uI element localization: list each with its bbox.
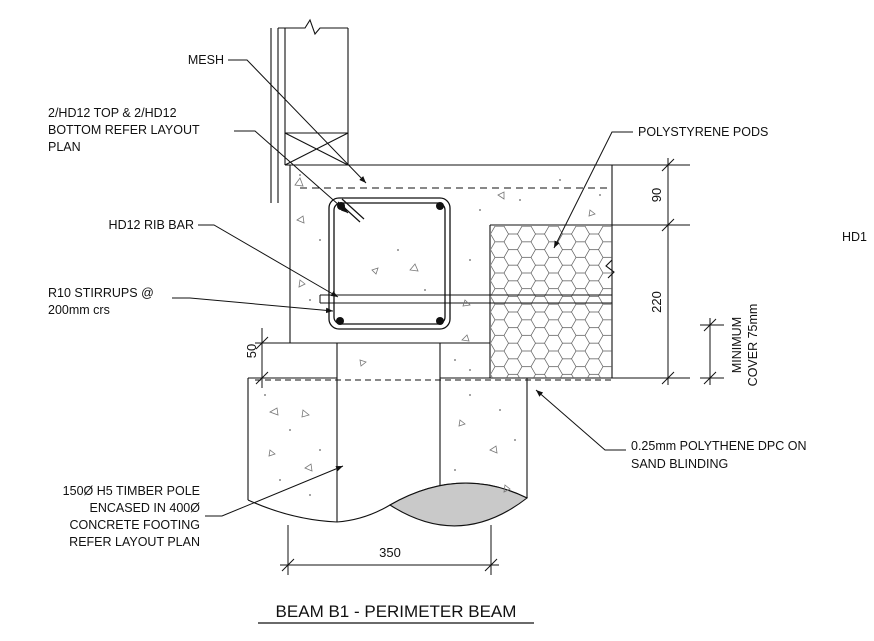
label-dpc-1: 0.25mm POLYTHENE DPC ON (631, 439, 807, 453)
leader-lines (172, 59, 633, 517)
label-cover-2: COVER 75mm (746, 304, 760, 387)
polystyrene-pods (491, 226, 612, 378)
label-cut: HD1 (842, 230, 867, 244)
label-pole-4: REFER LAYOUT PLAN (69, 535, 200, 549)
concrete-speckles (268, 177, 596, 493)
label-cover-1: MINIMUM (730, 317, 744, 373)
label-dpc-2: SAND BLINDING (631, 457, 728, 471)
timber-pole (336, 342, 441, 522)
annotation-labels: MESH 2/HD12 TOP & 2/HD12 BOTTOM REFER LA… (48, 53, 867, 549)
label-pole-2: ENCASED IN 400Ø (90, 501, 201, 515)
label-rib-bar: HD12 RIB BAR (109, 218, 194, 232)
dim-pole-gap: 50 (244, 344, 259, 358)
rib-bar (319, 294, 612, 304)
label-stirrups-1: R10 STIRRUPS @ (48, 286, 154, 300)
dimension-lines (255, 158, 724, 575)
wall-framing (270, 18, 349, 203)
dim-slab-top: 90 (649, 188, 664, 202)
dimension-labels: 90 220 50 350 (244, 188, 664, 560)
stirrup (328, 197, 451, 330)
label-top-bottom-bars-2: BOTTOM REFER LAYOUT (48, 123, 200, 137)
label-top-bottom-bars-1: 2/HD12 TOP & 2/HD12 (48, 106, 177, 120)
label-pods: POLYSTYRENE PODS (638, 125, 768, 139)
rebar-dots (336, 202, 444, 325)
label-top-bottom-bars-3: PLAN (48, 140, 81, 154)
concrete-dots (264, 174, 601, 496)
dim-pod-depth: 220 (649, 291, 664, 313)
label-stirrups-2: 200mm crs (48, 303, 110, 317)
label-mesh: MESH (188, 53, 224, 67)
pole-cut-section (388, 482, 529, 527)
drawing-title: BEAM B1 - PERIMETER BEAM (258, 602, 534, 624)
title-text: BEAM B1 - PERIMETER BEAM (276, 602, 517, 621)
label-pole-1: 150Ø H5 TIMBER POLE (63, 484, 200, 498)
dim-footing-width: 350 (379, 545, 401, 560)
label-pole-3: CONCRETE FOOTING (69, 518, 200, 532)
